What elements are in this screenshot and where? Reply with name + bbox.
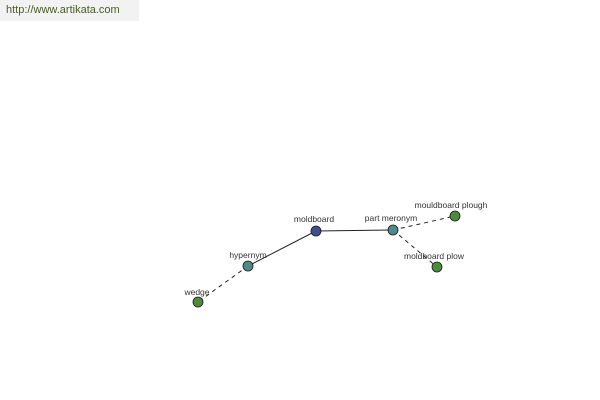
node-wedge[interactable]: wedge xyxy=(183,287,210,308)
node-label-moldboard-plow: moldboard plow xyxy=(404,251,465,261)
node-circle-part-meronym[interactable] xyxy=(387,224,399,236)
node-label-part-meronym: part meronym xyxy=(365,213,417,223)
edge-hypernym-wedge xyxy=(197,265,249,303)
node-label-mouldboard-plough: mouldboard plough xyxy=(415,200,488,210)
node-circle-mouldboard-plough[interactable] xyxy=(449,210,461,222)
node-label-moldboard: moldboard xyxy=(294,214,334,224)
node-mouldboard-plough[interactable]: mouldboard plough xyxy=(415,200,488,222)
graph-edges xyxy=(197,215,456,303)
edge-moldboard-part-meronym xyxy=(315,229,394,232)
site-url-banner[interactable]: http://www.artikata.com xyxy=(0,0,139,21)
node-circle-moldboard-plow[interactable] xyxy=(431,261,443,273)
node-moldboard-plow[interactable]: moldboard plow xyxy=(404,251,465,273)
node-part-meronym[interactable]: part meronym xyxy=(365,213,417,236)
node-moldboard[interactable]: moldboard xyxy=(294,214,334,237)
edge-part-meronym-moldboard-plow xyxy=(392,229,438,268)
edge-part-meronym-mouldboard-plough xyxy=(392,215,456,231)
node-circle-wedge[interactable] xyxy=(192,296,204,308)
node-hypernym[interactable]: hypernym xyxy=(229,250,267,272)
node-circle-moldboard[interactable] xyxy=(310,225,322,237)
node-label-wedge: wedge xyxy=(183,287,209,297)
graph-nodes: moldboard hypernym part meronym wedge mouldb… xyxy=(183,200,488,308)
node-label-hypernym: hypernym xyxy=(229,250,266,260)
node-circle-hypernym[interactable] xyxy=(242,260,254,272)
edge-moldboard-hypernym xyxy=(247,230,317,267)
